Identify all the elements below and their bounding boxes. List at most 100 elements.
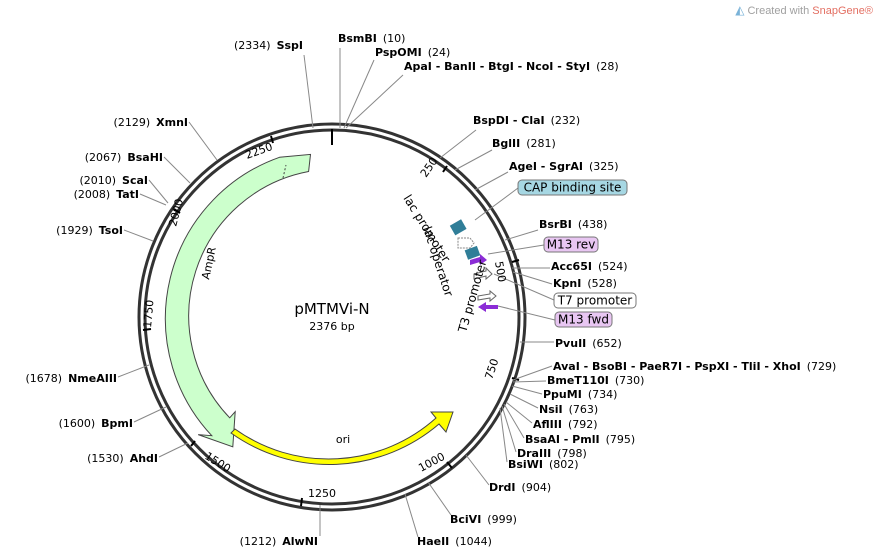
enzyme-position: (281) bbox=[526, 137, 556, 150]
site-leader-line bbox=[117, 364, 150, 378]
cap-binding-site-block[interactable] bbox=[449, 219, 467, 236]
feature-leader-line bbox=[497, 305, 556, 321]
feature-label-box[interactable] bbox=[554, 311, 613, 328]
restriction-site-label[interactable]: (2334)SspI bbox=[234, 39, 303, 52]
enzyme-position: (1044) bbox=[455, 535, 492, 548]
restriction-site-label[interactable]: PspOMI (24) bbox=[375, 46, 450, 59]
enzyme-name: BsiWI bbox=[508, 458, 543, 471]
lac-operator-block[interactable] bbox=[464, 245, 481, 260]
enzyme-position: (734) bbox=[588, 388, 618, 401]
tick-label: 750 bbox=[482, 357, 501, 381]
restriction-site-label[interactable]: (2067)BsaHI bbox=[85, 151, 163, 164]
feature-leader-line bbox=[487, 244, 545, 255]
enzyme-position: (1600) bbox=[59, 417, 96, 430]
enzyme-name: PspOMI bbox=[375, 46, 422, 59]
enzyme-name: DrdI bbox=[489, 481, 516, 494]
restriction-site-label[interactable]: BglII(281) bbox=[492, 137, 556, 150]
feature-label-box[interactable] bbox=[517, 179, 628, 196]
restriction-site-label[interactable]: BsaAI - PmlI(795) bbox=[525, 433, 635, 446]
restriction-site-label[interactable]: DraIII(798) bbox=[517, 447, 587, 460]
lac-promoter-arrow[interactable] bbox=[457, 237, 475, 249]
m13-rev-arrow[interactable] bbox=[470, 254, 487, 265]
restriction-site-label[interactable]: BsmBI(10) bbox=[338, 32, 405, 45]
enzyme-name: AvaI - BsoBI - PaeR7I - PspXI - TliI - X… bbox=[553, 360, 801, 373]
t7-promoter-arrow[interactable] bbox=[473, 266, 493, 281]
t3-promoter-arrow[interactable] bbox=[477, 289, 497, 303]
m13-fwd-arrow[interactable] bbox=[478, 302, 498, 312]
enzyme-position: (729) bbox=[807, 360, 837, 373]
restriction-site-label[interactable]: (2010) ScaI bbox=[79, 174, 148, 187]
enzyme-position: (1929) bbox=[56, 224, 93, 237]
enzyme-position: (802) bbox=[549, 458, 579, 471]
restriction-site-label[interactable]: (2129) XmnI bbox=[114, 116, 188, 129]
enzyme-position: (798) bbox=[557, 447, 587, 460]
restriction-site-label[interactable]: (1530)AhdI bbox=[87, 452, 158, 465]
site-leader-line bbox=[474, 171, 509, 191]
site-leader-line bbox=[504, 229, 539, 241]
ori-feature-arrow[interactable] bbox=[230, 411, 454, 465]
site-leader-line bbox=[343, 59, 375, 129]
tick-mark bbox=[142, 328, 152, 331]
restriction-site-label[interactable]: (2008)TatI bbox=[74, 188, 139, 201]
restriction-site-label[interactable]: AgeI - SgrAI(325) bbox=[509, 160, 619, 173]
restriction-site-label[interactable]: Acc65I(524) bbox=[551, 260, 628, 273]
feature-label-box[interactable] bbox=[553, 292, 637, 309]
site-leader-line bbox=[509, 393, 539, 409]
site-leader-line bbox=[133, 406, 167, 423]
restriction-site-label[interactable]: BsiWI (802) bbox=[508, 458, 579, 471]
enzyme-name: TsoI bbox=[99, 224, 123, 237]
enzyme-position: (2010) bbox=[79, 174, 116, 187]
restriction-site-label[interactable]: DrdI(904) bbox=[489, 481, 551, 494]
restriction-site-label[interactable]: HaeII(1044) bbox=[417, 535, 492, 548]
restriction-site-label[interactable]: (1678)NmeAIII bbox=[26, 372, 118, 385]
enzyme-position: (999) bbox=[487, 513, 517, 526]
enzyme-position: (2129) bbox=[114, 116, 151, 129]
enzyme-name: BsaAI - PmlI bbox=[525, 433, 600, 446]
enzyme-name: ScaI bbox=[122, 174, 148, 187]
restriction-site-label[interactable]: BspDI - ClaI(232) bbox=[473, 114, 580, 127]
tick-mark bbox=[173, 208, 181, 214]
backbone-outer-ring bbox=[137, 122, 527, 512]
tick-mark bbox=[190, 440, 196, 447]
enzyme-name: KpnI bbox=[553, 277, 581, 290]
site-leader-line bbox=[158, 442, 189, 458]
enzyme-position: (792) bbox=[568, 418, 598, 431]
enzyme-position: (10) bbox=[383, 32, 406, 45]
ampr-feature-arrow[interactable] bbox=[164, 153, 312, 448]
enzyme-name: NsiI bbox=[539, 403, 563, 416]
restriction-site-label[interactable]: ApaI - BanII - BtgI - NcoI - StyI(28) bbox=[404, 60, 619, 73]
restriction-site-label[interactable]: NsiI(763) bbox=[539, 403, 598, 416]
restriction-site-label[interactable]: AvaI - BsoBI - PaeR7I - PspXI - TliI - X… bbox=[553, 360, 836, 373]
enzyme-name: XmnI bbox=[156, 116, 188, 129]
enzyme-position: (528) bbox=[587, 277, 617, 290]
restriction-site-label[interactable]: AflIII(792) bbox=[533, 418, 598, 431]
site-leader-line bbox=[503, 403, 525, 439]
site-leader-line bbox=[512, 380, 547, 383]
tick-mark bbox=[446, 461, 453, 469]
restriction-site-label[interactable]: PpuMI(734) bbox=[543, 388, 617, 401]
enzyme-name: BmeT110I bbox=[547, 374, 609, 387]
restriction-site-label[interactable]: KpnI (528) bbox=[553, 277, 617, 290]
restriction-site-label[interactable]: BciVI(999) bbox=[450, 513, 517, 526]
enzyme-position: (232) bbox=[551, 114, 581, 127]
tick-label: 1000 bbox=[416, 450, 447, 475]
site-leader-line bbox=[454, 149, 493, 171]
site-leader-line bbox=[188, 121, 218, 161]
enzyme-position: (24) bbox=[428, 46, 451, 59]
credit-brand: SnapGene® bbox=[812, 5, 873, 17]
site-leader-line bbox=[123, 229, 154, 242]
restriction-site-label[interactable]: BmeT110I (730) bbox=[547, 374, 644, 387]
feature-label-text: M13 rev bbox=[547, 238, 596, 252]
restriction-site-label[interactable]: (1929) TsoI bbox=[56, 224, 123, 237]
restriction-site-label[interactable]: BsrBI(438) bbox=[539, 218, 607, 231]
restriction-site-label[interactable]: (1212)AlwNI bbox=[240, 535, 318, 548]
enzyme-position: (730) bbox=[615, 374, 645, 387]
restriction-site-label[interactable]: PvuII(652) bbox=[555, 337, 622, 350]
plasmid-size: 2376 bp bbox=[309, 320, 354, 333]
restriction-site-label[interactable]: (1600)BpmI bbox=[59, 417, 133, 430]
tick-label: 2000 bbox=[166, 197, 186, 227]
feature-label-box[interactable] bbox=[543, 236, 599, 253]
site-leader-line bbox=[139, 193, 167, 206]
